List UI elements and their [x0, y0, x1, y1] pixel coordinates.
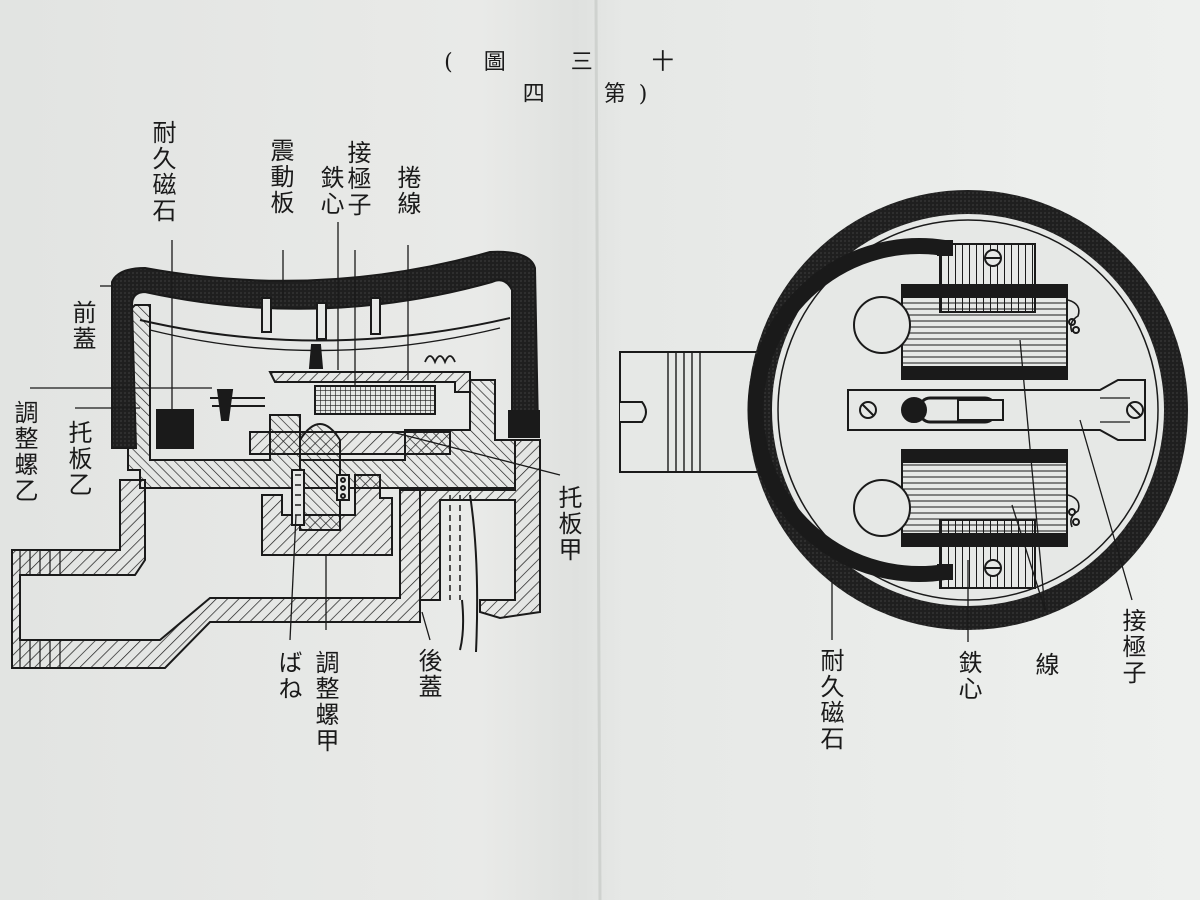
label-iron-core-left: 鉄心 [316, 165, 344, 217]
permanent-magnet-ring [747, 238, 947, 582]
label-armature-left: 接極子 [343, 140, 371, 218]
armature-arm [268, 371, 471, 393]
title-char-san: 三 [570, 50, 593, 75]
title-paren-close: ) [638, 82, 648, 107]
coil-spring-coils [424, 355, 456, 365]
label-support-plate-a: 托板甲 [554, 485, 582, 563]
label-iron-core-right: 鉄心 [954, 650, 982, 702]
diaphragm-bumps [261, 297, 381, 340]
title-paren-open: ( [444, 50, 453, 75]
label-coil-right: 線 [1031, 652, 1059, 678]
left-leader-lines [30, 222, 561, 641]
front-view-diagram [619, 190, 1188, 630]
terminal-wires [449, 495, 461, 600]
coil-upper [901, 295, 1068, 369]
right-leader-lines [831, 339, 1133, 642]
label-front-cover: 前蓋 [68, 300, 96, 352]
label-armature-right: 接極子 [1118, 608, 1146, 686]
handle-thread [19, 550, 61, 668]
spring-element [291, 469, 305, 526]
diaphragm-plate [139, 317, 511, 342]
title-char-zu: 圖 [483, 50, 506, 75]
title-char-juu: 十 [651, 50, 674, 75]
title-char-yon: 四 [522, 82, 545, 107]
label-coil-left: 捲線 [393, 165, 421, 217]
figure-title: ( 圖 三 十 四 第 ) [420, 44, 750, 108]
label-adjust-screw-b: 調整螺乙 [10, 400, 38, 504]
label-permanent-magnet-right: 耐久磁石 [816, 648, 844, 752]
rear-cover [419, 439, 541, 620]
coil-lower [901, 455, 1068, 537]
cross-section-diagram [11, 304, 541, 669]
title-char-dai: 第 [603, 82, 626, 107]
label-permanent-magnet-left: 耐久磁石 [148, 120, 176, 224]
label-diaphragm: 震動板 [266, 138, 294, 216]
front-cover-rim [508, 410, 540, 438]
page-fold [594, 0, 602, 900]
front-cover [111, 250, 540, 449]
support-plate-a [249, 431, 451, 455]
label-rear-cover: 後蓋 [414, 648, 442, 700]
permanent-magnet-block [156, 409, 194, 449]
cord [459, 494, 479, 653]
label-support-plate-b: 托板乙 [64, 420, 92, 498]
handle-stub-threads [667, 352, 701, 472]
label-spring: ばね [274, 650, 302, 702]
coil-winding [314, 385, 436, 415]
label-adjust-screw-a: 調整螺甲 [311, 650, 339, 754]
